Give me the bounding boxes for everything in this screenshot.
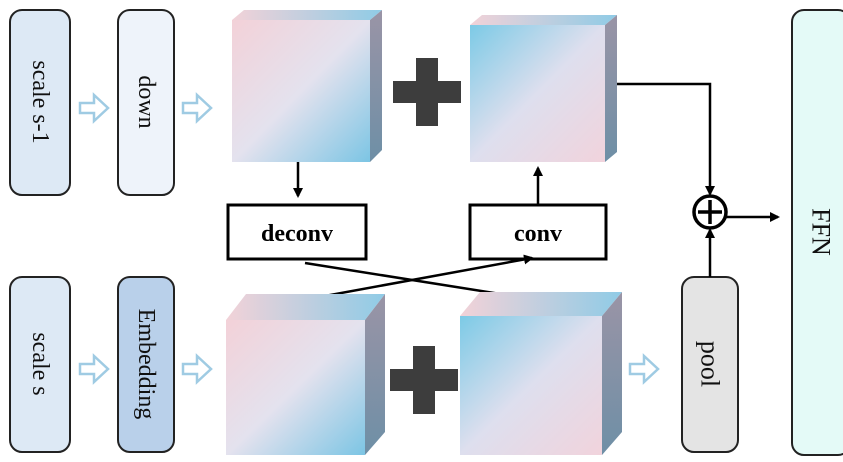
embedding-module-box: Embedding (117, 276, 175, 453)
embedding-label: Embedding (133, 309, 159, 420)
hollow-arrow-icon (181, 92, 213, 124)
deconv-label: deconv (261, 221, 333, 247)
scale-s-minus-1-label: scale s-1 (27, 60, 53, 143)
feature-cube-bottom-right (460, 292, 622, 455)
plus-icon (393, 58, 461, 126)
deconv-module-box: deconv (226, 203, 368, 261)
hollow-arrow-icon (628, 353, 660, 385)
hollow-arrow-icon (181, 353, 213, 385)
arrow-cube-bottom-left-to-conv (302, 254, 534, 302)
hollow-arrow-icon (78, 92, 110, 124)
conv-module-box: conv (468, 203, 608, 261)
pool-label: pool (696, 341, 725, 387)
feature-cube-bottom-left (226, 294, 385, 455)
ffn-label: FFN (807, 208, 836, 256)
conv-label: conv (514, 221, 562, 247)
ffn-module-box: FFN (791, 9, 843, 456)
scale-s-minus-1-box: scale s-1 (9, 9, 71, 196)
plus-icon (390, 346, 458, 414)
down-module-box: down (117, 9, 175, 196)
pool-module-box: pool (681, 276, 739, 453)
scale-s-label: scale s (27, 332, 53, 395)
hollow-arrow-icon (78, 353, 110, 385)
sum-icon (692, 194, 728, 230)
down-label: down (133, 75, 159, 128)
feature-cube-top-right (470, 15, 617, 162)
arrow-cube-top-right-to-sum (617, 82, 715, 196)
scale-s-box: scale s (9, 276, 71, 453)
feature-cube-top-left (232, 10, 382, 162)
